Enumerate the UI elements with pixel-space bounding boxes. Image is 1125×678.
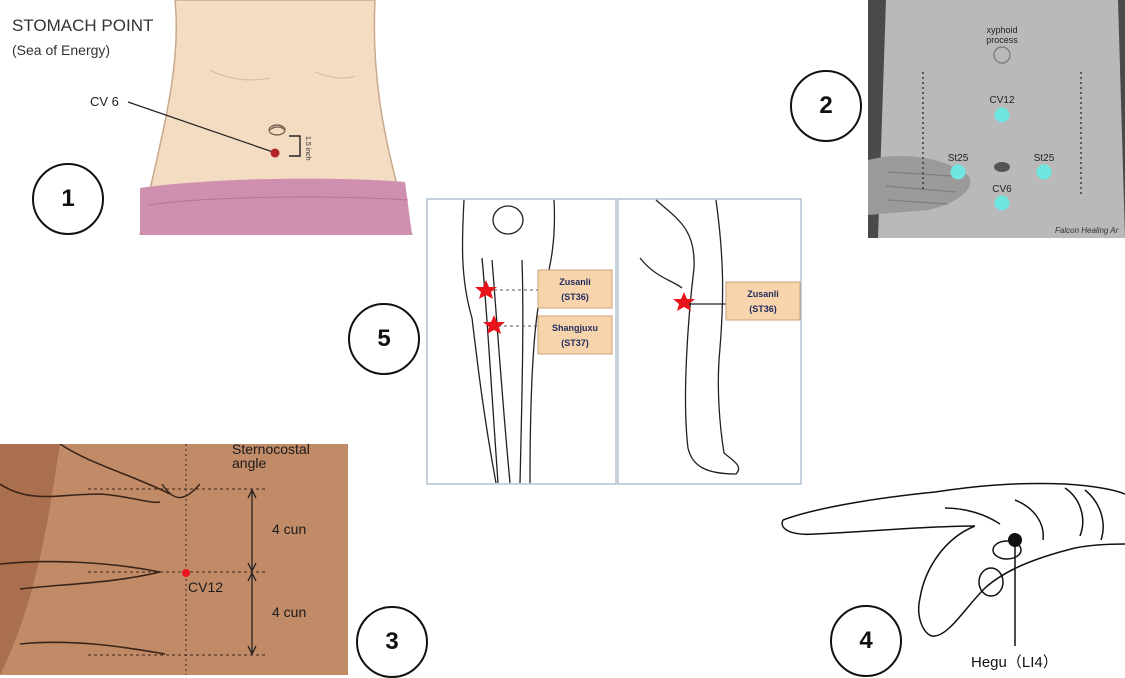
lower-hand-outline [19, 641, 166, 655]
number-badge-2: 2 [790, 70, 862, 142]
panel-1-illustration: 1.5 inch CV 6 STOMACH POINT (Sea of Ener… [12, 0, 413, 235]
left-shadow [0, 444, 60, 675]
cv12-label: CV12 [188, 579, 223, 595]
zusanli-star-icon [475, 280, 497, 299]
lower-distance-label: 4 cun [272, 604, 306, 620]
shangjuxu-label-box [537, 315, 613, 355]
zusanli-label-box [537, 269, 613, 309]
side-zusanli-star-icon [673, 292, 695, 311]
cv6-point [994, 195, 1010, 211]
side-leg-outline [639, 199, 740, 475]
number-badge-5: 5 [348, 303, 420, 375]
st25-right-point [1036, 164, 1052, 180]
panel-1-stomach-point: 1.5 inch CV 6 STOMACH POINT (Sea of Ener… [0, 0, 420, 235]
abdomen-contour [314, 71, 356, 79]
panel-4-illustration: Hegu（LI4） [781, 482, 1125, 671]
torso-skin [139, 0, 413, 235]
watermark: Falcon Healing Ar [1055, 226, 1119, 235]
number-badge-4: 4 [830, 605, 902, 677]
shangjuxu-star-icon [483, 315, 505, 334]
front-leg-outline [461, 199, 556, 484]
cv6-leader-line [127, 101, 274, 153]
side-zusanli-code: (ST36) [749, 304, 777, 314]
distance-label: 1.5 inch [304, 136, 311, 161]
upper-measure-arrows [247, 488, 257, 573]
side-zusanli-label-box [725, 281, 801, 321]
cv6-label: CV6 [992, 184, 1012, 195]
cv12-point [994, 107, 1010, 123]
sternocostal-angle-curve [161, 483, 201, 499]
number-badge-1: 1 [32, 163, 104, 235]
middle-hand-outline [0, 560, 161, 590]
hegu-label: Hegu（LI4） [971, 654, 1058, 671]
shangjuxu-code: (ST37) [561, 338, 589, 348]
panel-4-hegu-hand: Hegu（LI4） [775, 478, 1125, 675]
upper-hand-outline [59, 444, 171, 495]
panel-5-illustration: Zusanli (ST36) Shangjuxu (ST37) Zusanli … [426, 198, 802, 485]
shangjuxu-name: Shangjuxu [552, 323, 598, 333]
side-leg-frame [617, 198, 802, 485]
distance-bracket [289, 135, 301, 157]
cloth-waistband [140, 178, 412, 235]
st25-left-point [950, 164, 966, 180]
panel-5-leg-diagrams: Zusanli (ST36) Shangjuxu (ST37) Zusanli … [426, 198, 802, 485]
zusanli-code: (ST36) [561, 292, 589, 302]
abdomen-contour [209, 69, 271, 81]
panel-1-subtitle: (Sea of Energy) [12, 42, 110, 58]
panel-3-cv12-measurement: Sternocostal angle 4 cun CV12 4 cun [0, 444, 348, 675]
cv12-label: CV12 [989, 95, 1014, 106]
xyphoid-label-line2: process [986, 35, 1018, 45]
cv6-point [270, 148, 280, 158]
finger-lines [885, 171, 957, 205]
zusanli-name: Zusanli [559, 277, 591, 287]
st25-right-label: St25 [1034, 153, 1055, 164]
st25-left-label: St25 [948, 153, 969, 164]
sternocostal-label-line2: angle [232, 455, 266, 471]
hand-outline [781, 482, 1125, 637]
side-zusanli-name: Zusanli [747, 289, 779, 299]
panel-3-illustration: Sternocostal angle 4 cun CV12 4 cun [0, 444, 348, 675]
cloth-fold [147, 196, 409, 206]
navel-icon [994, 162, 1010, 172]
lower-measure-arrows [247, 571, 257, 656]
cv6-label: CV 6 [90, 94, 119, 109]
navel-icon [268, 124, 286, 136]
xyphoid-label-line1: xyphoid [986, 25, 1017, 35]
panel-2-abdomen-photo: xyphoid process CV12 St25 St25 CV6 Falco… [868, 0, 1125, 238]
xyphoid-marker [993, 46, 1011, 64]
panel-1-title: STOMACH POINT [12, 16, 153, 35]
number-badge-3: 3 [356, 606, 428, 678]
sternocostal-label-line1: Sternocostal [232, 444, 310, 457]
upper-distance-label: 4 cun [272, 521, 306, 537]
cv12-point [182, 569, 190, 577]
upper-hand-outline [0, 483, 161, 504]
panel-2-illustration: xyphoid process CV12 St25 St25 CV6 Falco… [868, 0, 1125, 238]
